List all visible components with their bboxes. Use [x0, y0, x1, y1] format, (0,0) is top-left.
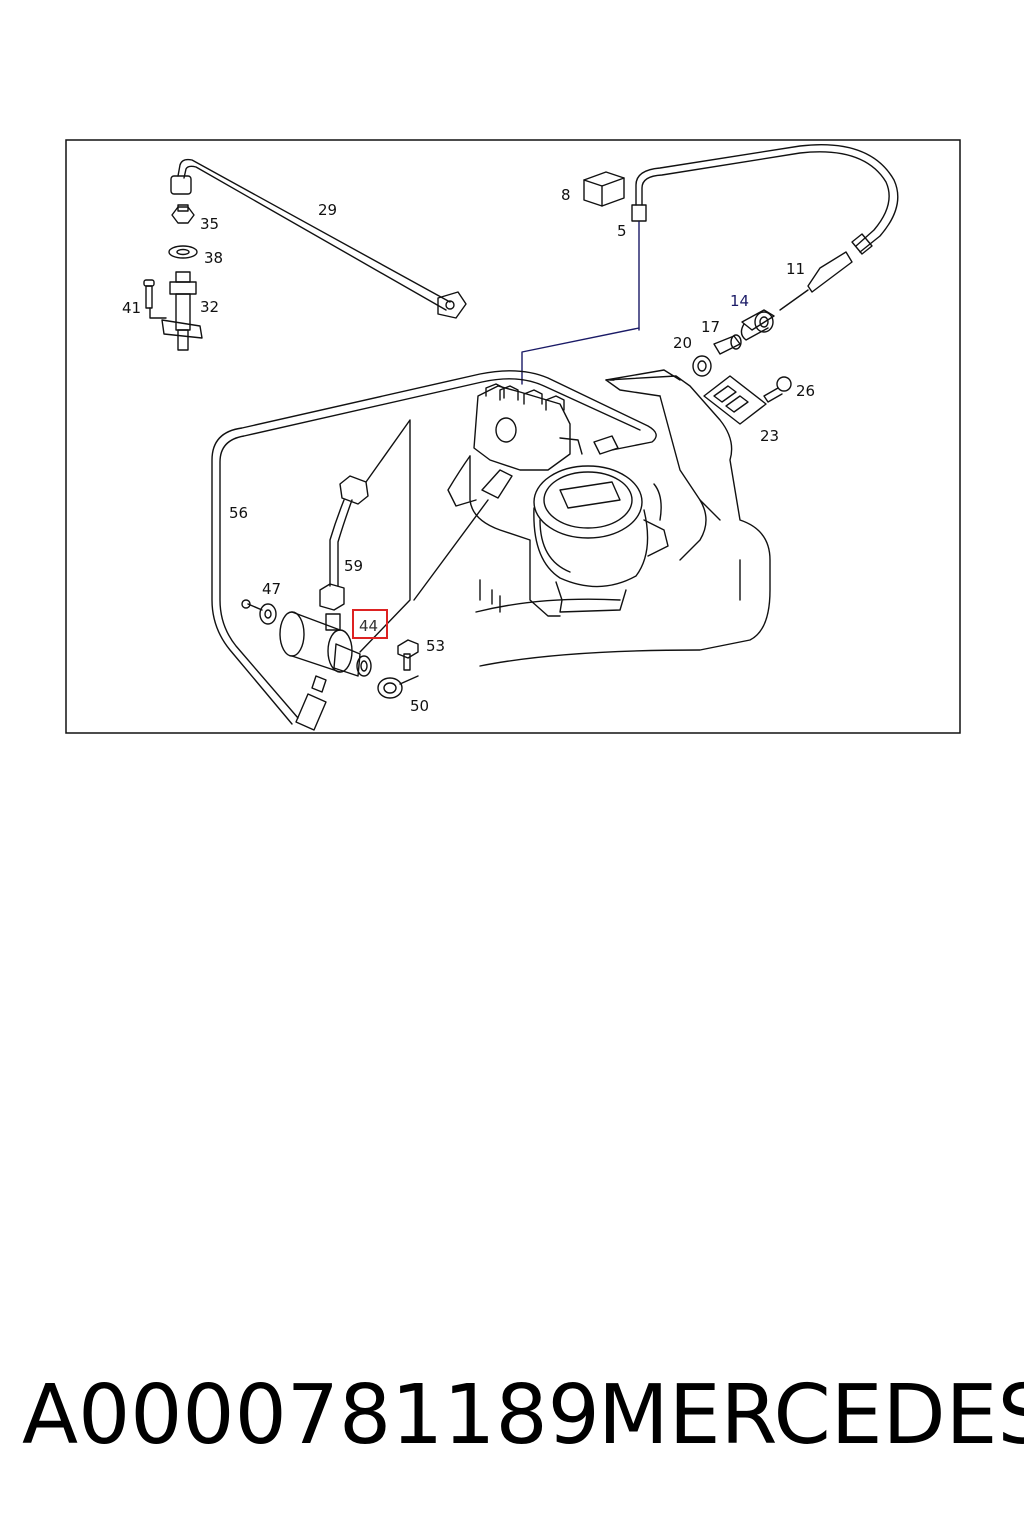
bracket-23	[703, 375, 767, 425]
bolt-47	[241, 599, 277, 625]
callout-23: 23	[760, 427, 779, 445]
fuel-line-11	[631, 144, 899, 311]
injector-assembly	[143, 204, 203, 351]
callout-50: 50	[410, 697, 429, 715]
callout-53: 53	[426, 637, 445, 655]
callout-32: 32	[200, 298, 219, 316]
bolt-26	[763, 376, 792, 403]
footer: A0000781189 MERCEDES	[22, 1368, 1024, 1468]
callout-26: 26	[796, 382, 815, 400]
callout-20: 20	[673, 334, 692, 352]
brand-name: MERCEDES	[598, 1368, 1024, 1463]
callout-17: 17	[701, 318, 720, 336]
callout-56: 56	[229, 504, 248, 522]
callout-14: 14	[730, 292, 749, 310]
callout-44-highlight	[352, 609, 388, 639]
callout-38: 38	[204, 249, 223, 267]
callout-44[interactable]: 44	[359, 617, 378, 635]
hose-59	[319, 475, 369, 611]
callout-29: 29	[318, 201, 337, 219]
seal-ring-20	[692, 355, 712, 377]
callout-59: 59	[344, 557, 363, 575]
leader-5-main	[521, 327, 640, 385]
fuel-line-29	[170, 158, 467, 319]
fitting-17	[713, 334, 742, 355]
connector-block-8	[583, 171, 625, 207]
parts-diagram: 29 35 38 41 32 8 5 11 14 17 20 26 23 56 …	[65, 139, 961, 734]
callout-35: 35	[200, 215, 219, 233]
clamp-50	[377, 675, 419, 699]
callout-11: 11	[786, 260, 805, 278]
callout-47: 47	[262, 580, 281, 598]
fitting-14	[740, 309, 775, 341]
part-number: A0000781189	[22, 1368, 600, 1463]
callout-5: 5	[617, 222, 627, 240]
bolt-53	[397, 639, 419, 671]
pressure-regulator-44	[279, 611, 372, 693]
callout-8: 8	[561, 186, 571, 204]
callout-41: 41	[122, 299, 141, 317]
leader-59	[359, 419, 411, 653]
throttle-body-assembly	[413, 369, 771, 667]
fuel-line-56	[211, 370, 657, 731]
diagram-frame	[65, 139, 961, 734]
